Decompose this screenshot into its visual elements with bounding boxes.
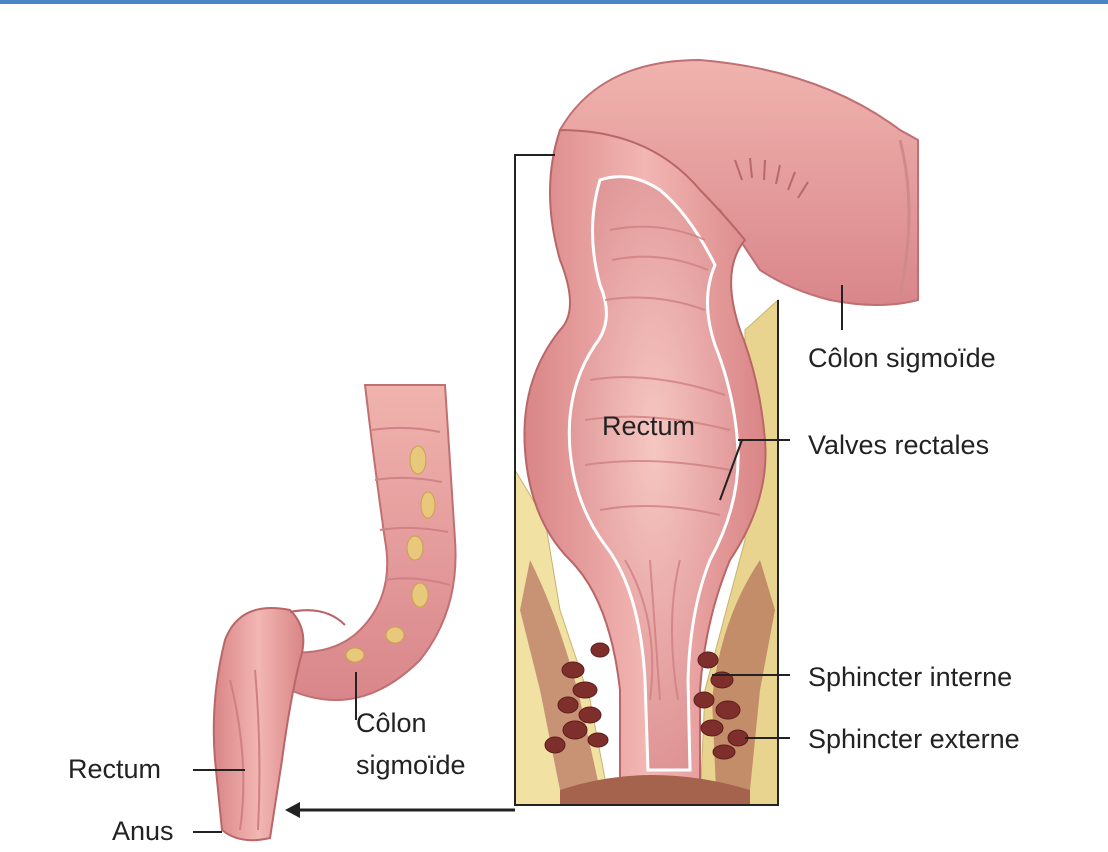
label-anus: Anus <box>112 816 174 846</box>
label-rectum-overview: Rectum <box>68 754 161 784</box>
label-sphincter-externe: Sphincter externe <box>808 724 1020 754</box>
connector-arrow <box>285 802 515 818</box>
label-valves-rectales: Valves rectales <box>808 430 989 460</box>
label-colon-left-line2: sigmoïde <box>356 750 466 780</box>
label-colon-sigmoide: Côlon sigmoïde <box>808 343 996 373</box>
label-sphincter-interne: Sphincter interne <box>808 662 1012 692</box>
label-colon-left-line1: Côlon <box>356 708 427 738</box>
label-rectum-section: Rectum <box>602 411 695 441</box>
